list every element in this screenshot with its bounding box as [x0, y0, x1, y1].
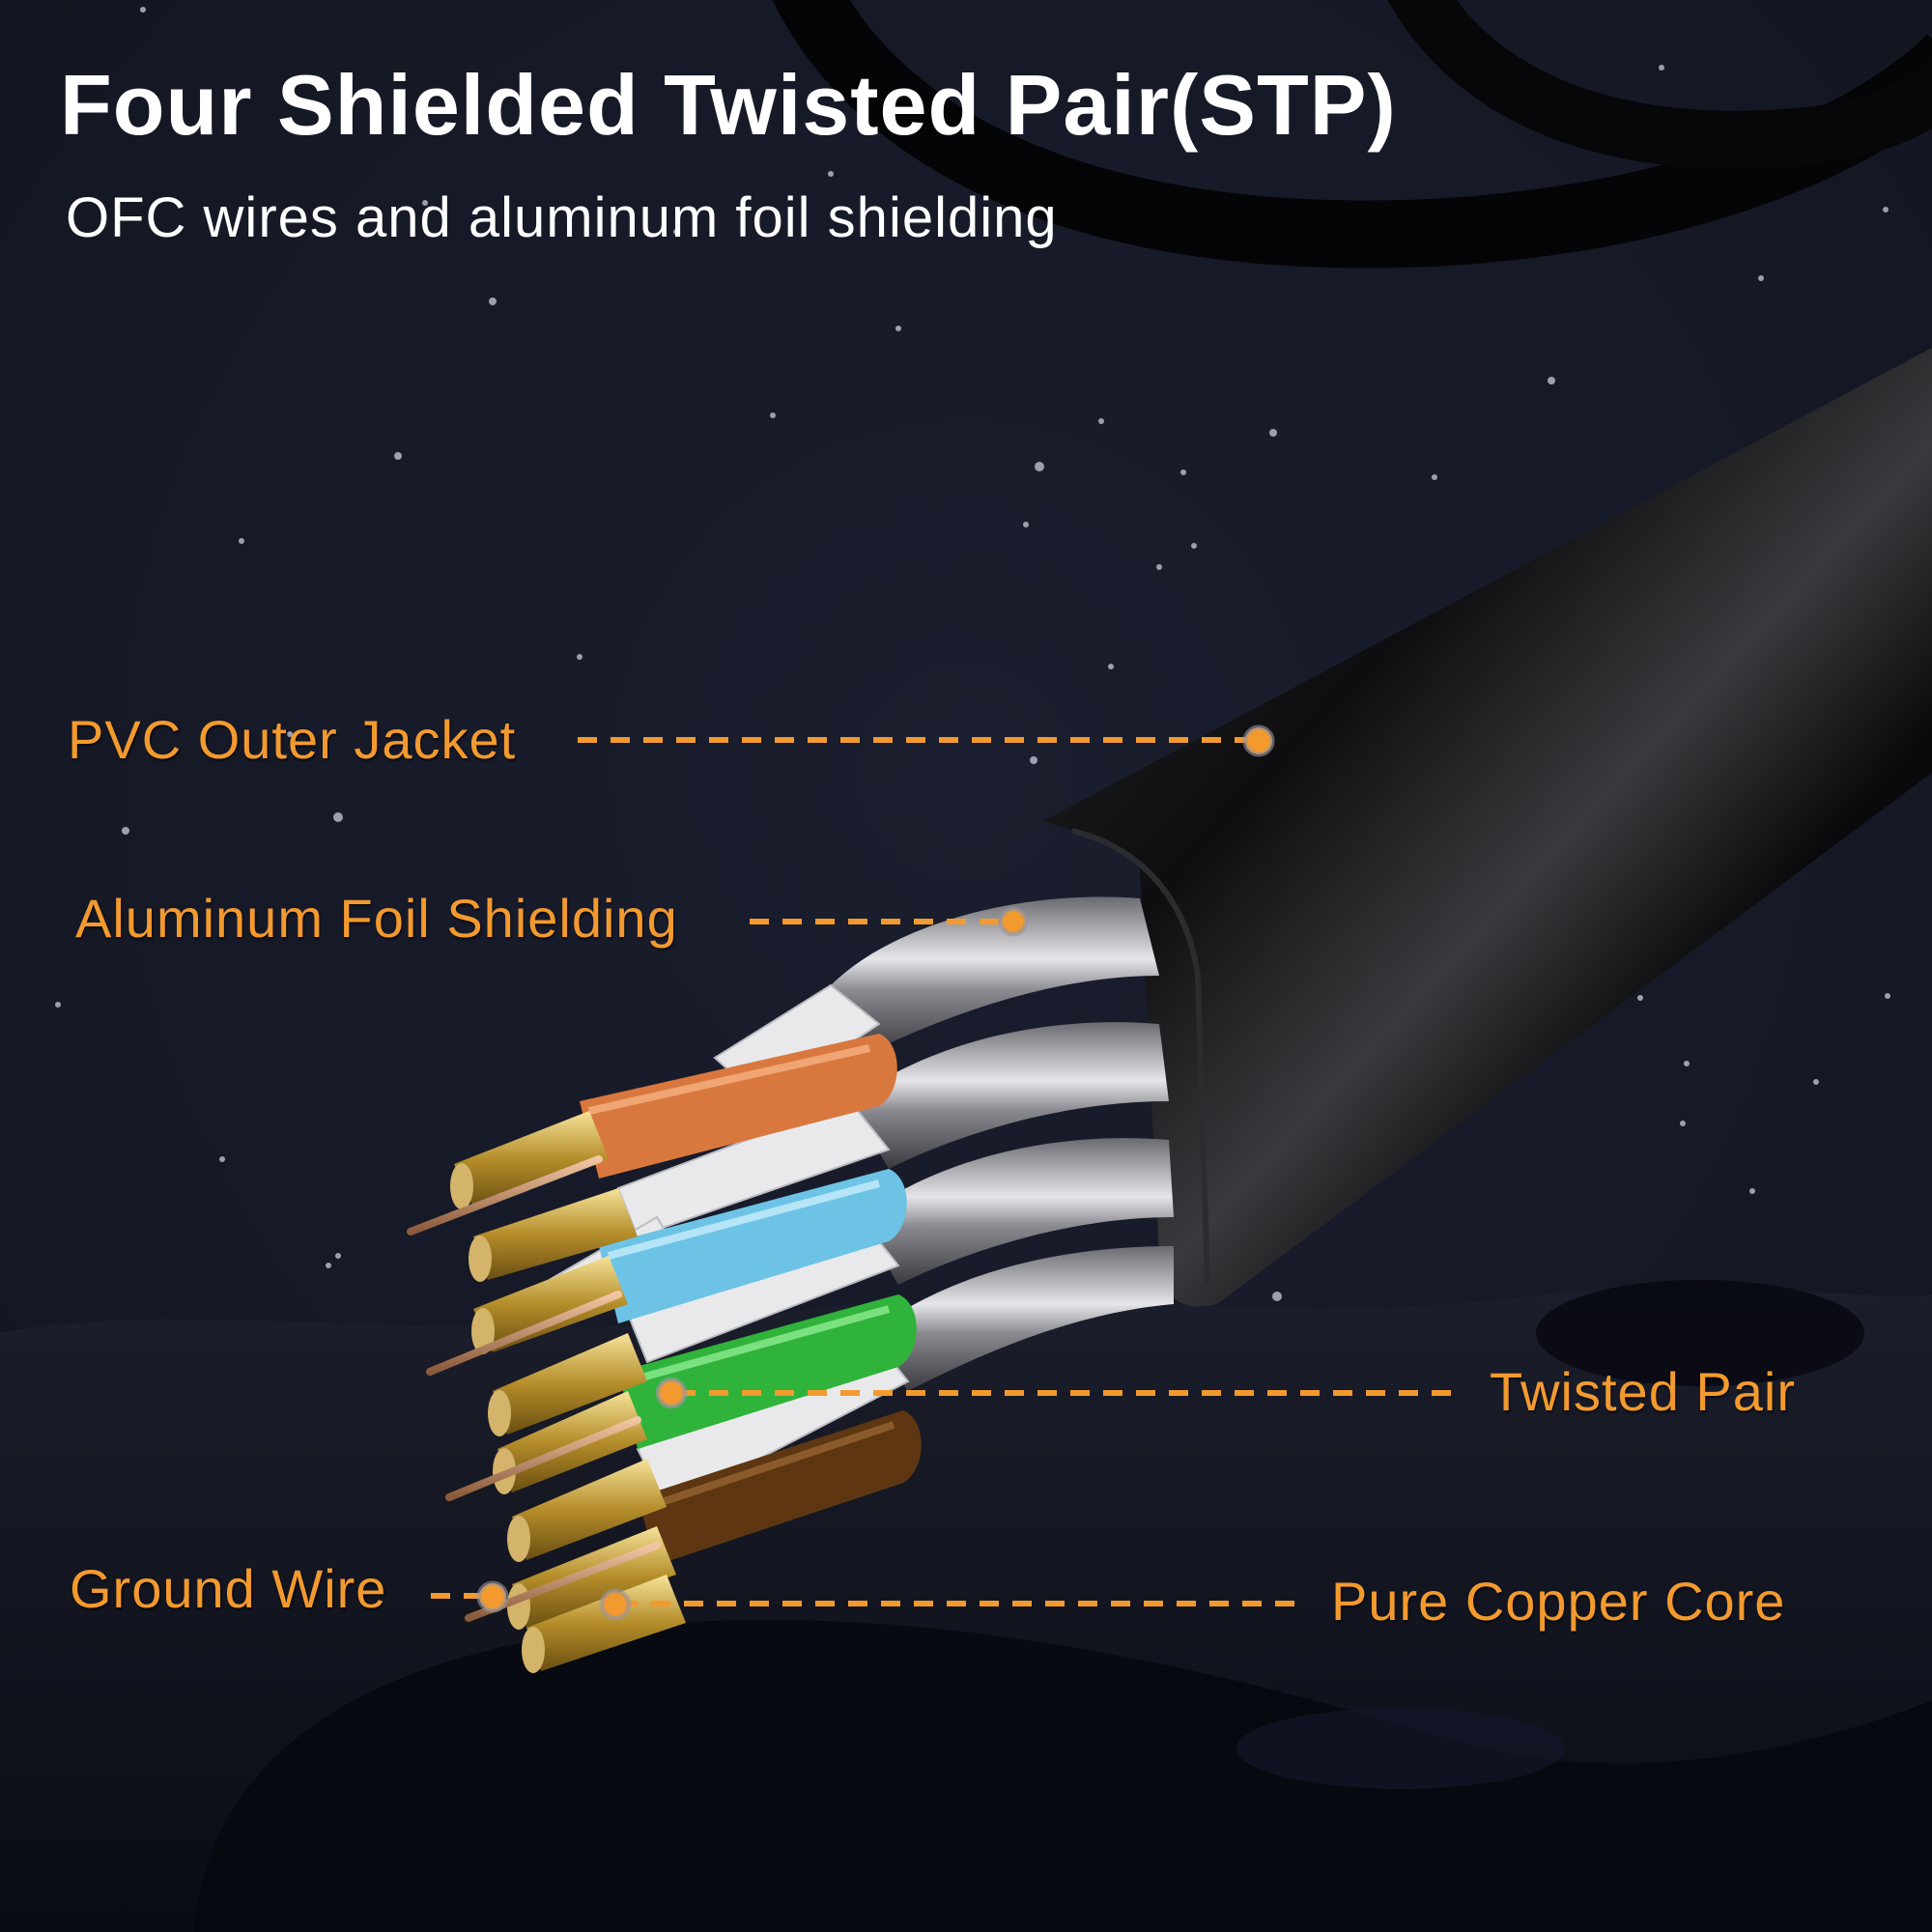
- wire-pair-brown: [638, 1410, 922, 1565]
- callout-ground-wire: Ground Wire: [70, 1558, 387, 1619]
- marker-dot-copper-core: [599, 1588, 632, 1621]
- marker-dot-pvc-jacket: [1242, 724, 1275, 757]
- copper-conductors: [450, 1111, 686, 1673]
- pvc-jacket: [1043, 348, 1932, 1307]
- marker-dot-twisted-pair: [655, 1377, 688, 1409]
- page-title: Four Shielded Twisted Pair(STP): [60, 57, 1397, 153]
- callout-pvc-outer-jacket: PVC Outer Jacket: [68, 709, 517, 770]
- callout-aluminum-foil-shielding: Aluminum Foil Shielding: [75, 888, 678, 949]
- marker-dot-ground-wire: [476, 1580, 509, 1613]
- callout-twisted-pair: Twisted Pair: [1490, 1361, 1796, 1422]
- aluminum-foil-bundles: [831, 896, 1174, 1391]
- wire-pair-orange: [580, 1034, 897, 1179]
- page-subtitle: OFC wires and aluminum foil shielding: [66, 186, 1058, 249]
- wire-pair-green: [618, 1294, 917, 1449]
- wire-pair-blue: [599, 1169, 907, 1323]
- marker-dot-foil-shielding: [998, 906, 1029, 937]
- callout-pure-copper-core: Pure Copper Core: [1331, 1571, 1786, 1632]
